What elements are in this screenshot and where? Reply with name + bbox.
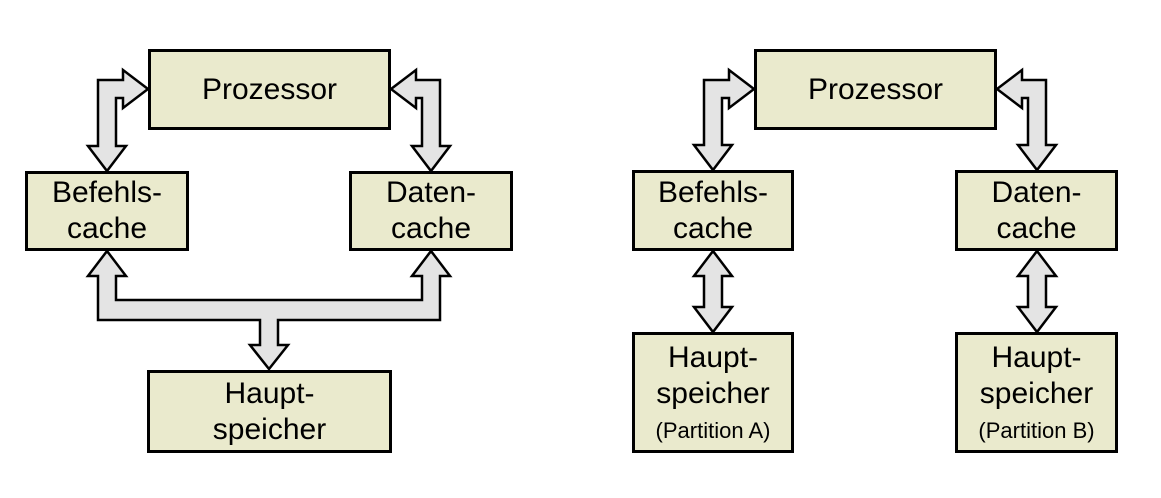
right-befehlscache-box: Befehls- cache	[632, 170, 794, 251]
right-hauptspeicherB-box: Haupt- speicher (Partition B)	[955, 332, 1118, 453]
right-datencache-label-line1: Daten-	[991, 175, 1082, 209]
left-befehlscache-label-line1: Befehls-	[51, 176, 163, 209]
right-datencache-box: Daten- cache	[955, 170, 1118, 251]
right-hauptspeicherA-box: Haupt- speicher (Partition A)	[632, 332, 794, 453]
right-datencache-label-line2: cache	[996, 211, 1077, 245]
right-vertical-arrow-befehlscache-hauptspeicherA	[691, 248, 735, 335]
left-hauptspeicher-box: Haupt- speicher	[147, 370, 392, 453]
right-elbow-arrow-prozessor-datencache	[994, 67, 1059, 173]
left-befehlscache-label-line2: cache	[66, 212, 148, 245]
left-branching-bus-arrow-hauptspeicher-caches	[85, 248, 453, 372]
left-elbow-arrow-prozessor-datencache	[388, 67, 453, 174]
right-hauptspeicherB-label-line1: Haupt-	[991, 341, 1082, 374]
left-befehlscache-box: Befehls- cache	[25, 171, 189, 251]
right-befehlscache-label-line2: cache	[672, 211, 754, 245]
left-datencache-label-line1: Daten-	[385, 176, 477, 209]
right-hauptspeicherA-partition-label: (Partition A)	[655, 418, 771, 443]
right-elbow-arrow-prozessor-befehlscache	[691, 67, 757, 173]
left-hauptspeicher-label-line2: speicher	[212, 412, 327, 446]
right-prozessor-label: Prozessor	[807, 72, 944, 106]
left-prozessor-label: Prozessor	[201, 72, 338, 106]
left-elbow-arrow-prozessor-befehlscache	[85, 67, 151, 174]
right-vertical-arrow-datencache-hauptspeicherB	[1015, 248, 1059, 335]
left-prozessor-box: Prozessor	[148, 49, 391, 130]
right-befehlscache-label-line1: Befehls-	[657, 175, 769, 209]
right-hauptspeicherB-partition-label: (Partition B)	[978, 418, 1095, 443]
right-prozessor-box: Prozessor	[754, 49, 997, 130]
right-hauptspeicherA-label-line1: Haupt-	[667, 341, 759, 374]
right-hauptspeicherA-label-line2: speicher	[656, 377, 770, 410]
right-hauptspeicherB-label-line2: speicher	[979, 377, 1094, 410]
left-datencache-label-line2: cache	[390, 212, 472, 245]
left-hauptspeicher-label-line1: Haupt-	[224, 376, 315, 410]
left-datencache-box: Daten- cache	[349, 171, 513, 251]
